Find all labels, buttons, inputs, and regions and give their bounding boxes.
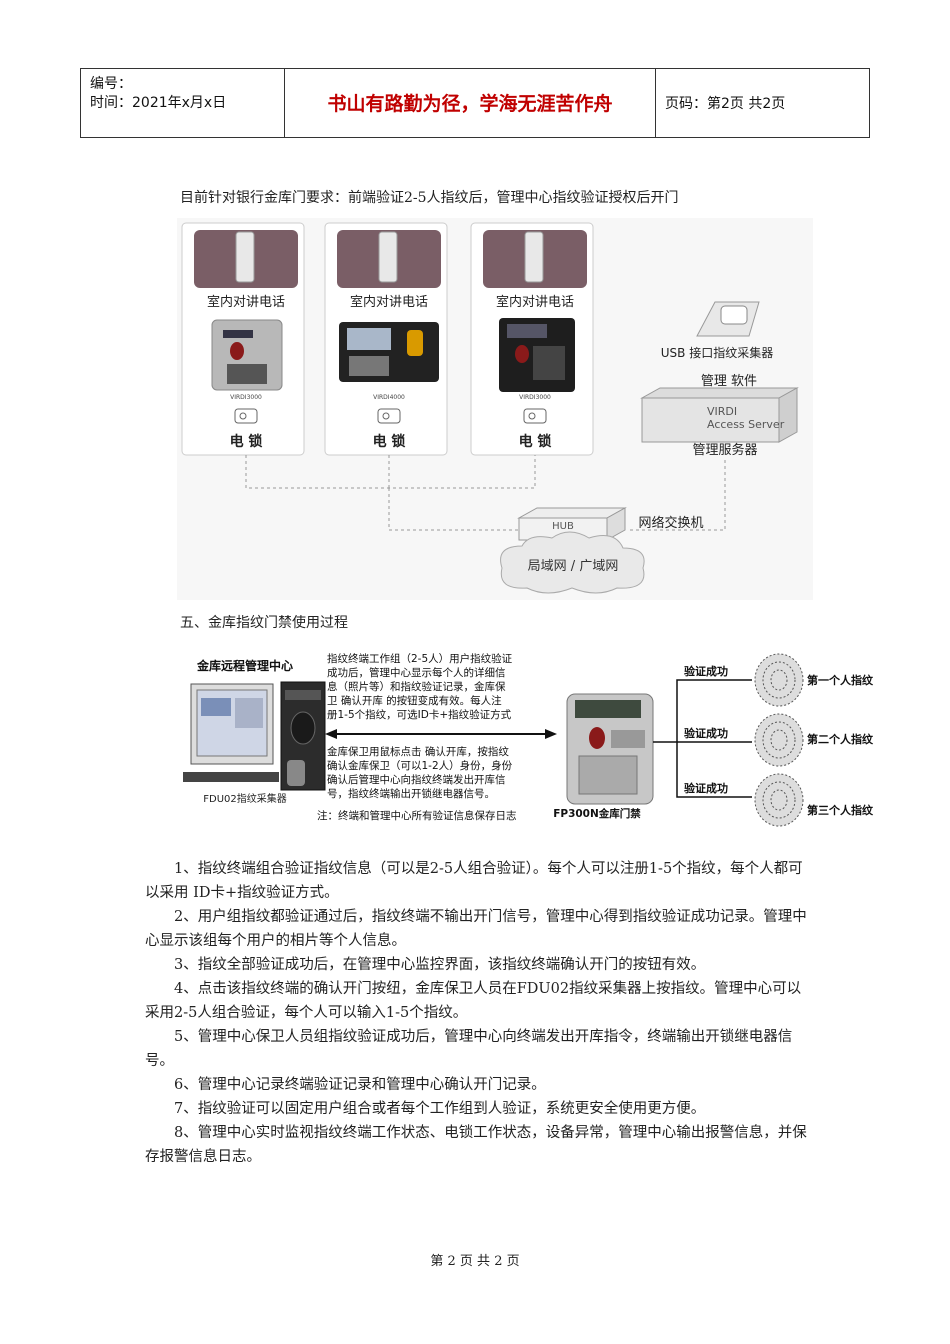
- upper-line: 卫 确认开库 的按钮变成有效。每人注: [327, 694, 502, 707]
- lower-line: 金库保卫用鼠标点击 确认开库，按指纹: [327, 745, 509, 758]
- section-title: 五、金库指纹门禁使用过程: [180, 615, 348, 631]
- step-item: 7、指纹验证可以固定用户组合或者每个工作组到人验证，系统更安全使用更方便。: [174, 1101, 706, 1117]
- lock-label: 电 锁: [230, 433, 263, 450]
- upper-description: 指纹终端工作组（2-5人）用户指纹验证 成功后，管理中心显示每个人的详细信 息（…: [327, 652, 513, 721]
- fingerprint-3: 第三个人指纹: [754, 773, 874, 827]
- lower-description: 金库保卫用鼠标点击 确认开库，按指纹 确认金库保卫（可以1-2人）身份，身份 确…: [317, 745, 517, 822]
- network-label: 局域网 / 广域网: [528, 559, 619, 574]
- reader-model: VIRDI3000: [519, 394, 551, 401]
- number-label: 编号：: [90, 76, 132, 92]
- server-label: 管理服务器: [692, 442, 757, 458]
- two-way-arrow: [325, 729, 557, 739]
- switch-label: 网络交换机: [638, 515, 703, 531]
- steps-list: 1、指纹终端组合验证指纹信息（可以是2-5人组合验证）。每个人可以注册1-5个指…: [145, 857, 810, 1169]
- phone-label: 室内对讲电话: [207, 294, 285, 310]
- network-lines: [245, 455, 726, 531]
- fingerprint-connectors: [653, 679, 752, 798]
- lower-line: 确认金库保卫（可以1-2人）身份，身份: [327, 759, 513, 772]
- step-item: 5、管理中心保卫人员组指纹验证成功后，管理中心向终端发出开库指令，终端输出开锁继…: [145, 1029, 793, 1069]
- terminal-panel-3: 室内对讲电话 VIRDI3000 电 锁: [470, 222, 594, 456]
- finger-label: 第三个人指纹: [807, 803, 874, 817]
- step-item: 6、管理中心记录终端验证记录和管理中心确认开门记录。: [174, 1077, 546, 1093]
- fingerprint-2: 第二个人指纹: [754, 713, 874, 767]
- header-motto: 书山有路勤为径，学海无涯苦作舟: [327, 93, 613, 115]
- usb-label: USB 接口指纹采集器: [661, 345, 773, 360]
- step-item: 2、用户组指纹都验证通过后，指纹终端不输出开门信号，管理中心得到指纹验证成功记录…: [145, 909, 807, 949]
- upper-line: 成功后，管理中心显示每个人的详细信: [327, 666, 506, 679]
- server-brand: VIRDI: [707, 405, 737, 418]
- terminal-panel-1: 室内对讲电话 VIRDI3000 电 锁: [181, 222, 305, 456]
- network-cloud: 局域网 / 广域网: [500, 531, 645, 594]
- finger-label: 第一个人指纹: [807, 673, 874, 687]
- hub-label: HUB: [552, 521, 574, 532]
- lock-label: 电 锁: [373, 433, 406, 450]
- system-topology-diagram: 室内对讲电话 VIRDI3000 电 锁 室内对讲电话 VIRDI4000 电 …: [177, 218, 813, 600]
- lower-line: 号，指纹终端输出开锁继电器信号。: [327, 787, 495, 800]
- collector-label: FDU02指纹采集器: [203, 792, 287, 805]
- usage-process-diagram: 金库远程管理中心 FDU02指纹采集器 指纹终端工作组（2-5人）用户指纹验证 …: [183, 652, 874, 827]
- upper-line: 息（照片等）和指纹验证记录，金库保: [327, 680, 506, 693]
- management-center: 金库远程管理中心 FDU02指纹采集器: [183, 658, 326, 805]
- success-label: 验证成功: [684, 781, 728, 795]
- note: 注：终端和管理中心所有验证信息保存日志: [317, 809, 517, 822]
- phone-label: 室内对讲电话: [350, 294, 428, 310]
- software-label: 管理 软件: [701, 374, 757, 389]
- usb-fingerprint-collector: USB 接口指纹采集器 管理 软件: [661, 301, 773, 389]
- upper-line: 册1-5个指纹，可选ID卡+指纹验证方式: [327, 708, 512, 721]
- lock-label: 电 锁: [519, 433, 552, 450]
- step-item: 3、指纹全部验证成功后，在管理中心监控界面，该指纹终端确认开门的按钮有效。: [174, 957, 706, 973]
- time-label: 时间：2021年x月x日: [90, 95, 227, 111]
- step-item: 8、管理中心实时监视指纹终端工作状态、电锁工作状态，设备异常，管理中心输出报警信…: [145, 1125, 807, 1165]
- access-server: VIRDI Access Server 管理服务器: [640, 387, 799, 458]
- page-number-label: 页码：第2页 共2页: [665, 96, 786, 112]
- page-footer: 第 2 页 共 2 页: [430, 1254, 520, 1269]
- step-item: 1、指纹终端组合验证指纹信息（可以是2-5人组合验证）。每个人可以注册1-5个指…: [145, 861, 803, 901]
- step-item: 4、点击该指纹终端的确认开门按纽，金库保卫人员在FDU02指纹采集器上按指纹。管…: [145, 981, 802, 1021]
- fingerprint-1: 第一个人指纹: [754, 653, 874, 707]
- upper-line: 指纹终端工作组（2-5人）用户指纹验证: [327, 652, 513, 665]
- center-label: 金库远程管理中心: [196, 658, 293, 673]
- intro-text: 目前针对银行金库门要求：前端验证2-5人指纹后，管理中心指纹验证授权后开门: [180, 190, 679, 206]
- reader-model: VIRDI4000: [373, 394, 405, 401]
- fp300n-device: FP300N金库门禁: [553, 693, 654, 820]
- reader-model: VIRDI3000: [230, 394, 262, 401]
- hub-switch: HUB 网络交换机: [517, 507, 704, 541]
- header-meta: 编号： 时间：2021年x月x日: [90, 75, 226, 113]
- finger-label: 第二个人指纹: [807, 732, 874, 746]
- terminal-panel-2: 室内对讲电话 VIRDI4000 电 锁: [324, 222, 448, 456]
- success-labels: 验证成功 验证成功 验证成功: [684, 664, 728, 795]
- lower-line: 确认后管理中心向指纹终端发出开库信: [327, 773, 506, 786]
- page-header: 编号： 时间：2021年x月x日 书山有路勤为径，学海无涯苦作舟 页码：第2页 …: [80, 68, 870, 138]
- device-label: FP300N金库门禁: [553, 807, 641, 820]
- server-name: Access Server: [707, 418, 785, 431]
- success-label: 验证成功: [684, 726, 728, 740]
- success-label: 验证成功: [684, 664, 728, 678]
- phone-label: 室内对讲电话: [496, 294, 574, 310]
